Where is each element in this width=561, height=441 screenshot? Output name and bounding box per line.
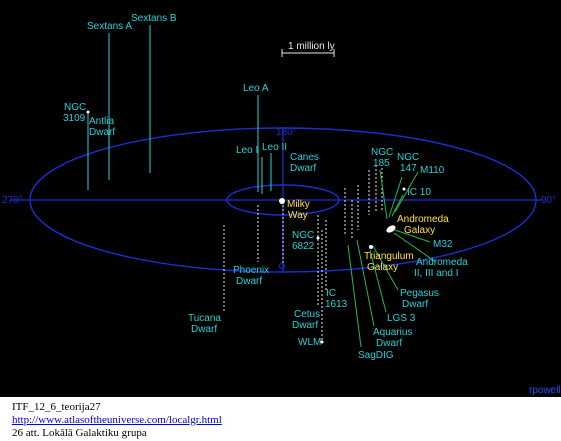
label-cetus-2: Dwarf (292, 320, 318, 331)
marker-milky-way (279, 198, 285, 204)
leader-lines-green (347, 169, 437, 348)
marker-andromeda-galaxy (386, 225, 396, 233)
marker-ic10 (402, 187, 406, 191)
label-m32: M32 (433, 239, 453, 250)
leader-m32 (394, 229, 431, 243)
label-andromeda-sats-2: II, III and I (414, 268, 458, 279)
label-lgs3: LGS 3 (387, 313, 416, 324)
leader-aquarius (356, 239, 375, 327)
label-leo-ii: Leo II (262, 142, 287, 153)
galaxy-labels-cyan: Sextans A Sextans B NGC 3109 Antlia Dwar… (63, 13, 468, 361)
label-ngc147-2: 147 (400, 163, 417, 174)
leader-ngc185 (379, 169, 388, 220)
label-ngc3109-2: 3109 (63, 113, 86, 124)
label-ngc147-1: NGC (397, 152, 419, 163)
label-canes-1: Canes (290, 152, 319, 163)
leader-lgs3 (369, 249, 387, 313)
label-triangulum-2: Galaxy (367, 262, 398, 273)
label-ngc3109-1: NGC (64, 102, 86, 113)
label-milky-way-1: Milky (287, 199, 310, 210)
label-pegasus-2: Dwarf (402, 299, 428, 310)
label-milky-way-2: Way (288, 210, 308, 221)
leader-sagdig (347, 244, 362, 348)
label-cetus-1: Cetus (294, 309, 320, 320)
leader-ic10 (391, 194, 404, 217)
label-andromeda-sats-1: Andromeda (416, 257, 468, 268)
label-ic1613-1: IC (326, 288, 336, 299)
label-aquarius-2: Dwarf (376, 338, 402, 349)
leader-ngc147 (388, 176, 403, 218)
label-pegasus-1: Pegasus (400, 288, 439, 299)
axis-label-top: 180° (276, 127, 297, 138)
label-sagdig: SagDIG (358, 350, 394, 361)
source-link[interactable]: http://www.atlasoftheuniverse.com/localg… (12, 414, 222, 426)
label-wlm: WLM (298, 337, 321, 348)
label-sextans-a: Sextans A (87, 21, 132, 32)
marker-ngc3109 (86, 110, 90, 114)
marker-ngc6822 (316, 236, 320, 240)
label-aquarius-1: Aquarius (373, 327, 412, 338)
leader-m110 (394, 171, 419, 213)
label-antlia-2: Dwarf (89, 127, 115, 138)
label-triangulum-1: Triangulum (364, 251, 414, 262)
marker-triangulum (369, 245, 373, 249)
label-tucana-1: Tucana (188, 313, 221, 324)
leader-andromeda-sats (393, 232, 437, 263)
label-sextans-b: Sextans B (131, 13, 177, 24)
drop-lines-dashed (223, 165, 383, 340)
label-andromeda-1: Andromeda (397, 214, 449, 225)
caption-figure-number: 26 att. Lokālā Galaktiku grupa (12, 427, 147, 439)
label-canes-2: Dwarf (290, 163, 316, 174)
label-m110: M110 (420, 165, 445, 176)
marker-phoenix (279, 263, 285, 269)
label-leo-a: Leo A (243, 83, 269, 94)
label-tucana-2: Dwarf (191, 324, 217, 335)
caption-link-row: http://www.atlasoftheuniverse.com/localg… (12, 414, 222, 426)
galaxy-markers (86, 110, 406, 344)
label-ngc185-1: NGC (371, 147, 393, 158)
galaxy-labels-yellow: Milky Way Andromeda Galaxy Triangulum Ga… (287, 199, 449, 273)
scale-bar-label: 1 million ly (288, 41, 335, 52)
diagram-canvas: 270° 90° 180° 1 million ly (2, 13, 561, 396)
label-antlia-1: Antlia (89, 116, 114, 127)
copyright-mark: rpowell (529, 385, 561, 396)
caption-title: ITF_12_6_teorija27 (12, 401, 101, 413)
leader-pegasus (372, 245, 399, 291)
label-ic1613-2: 1613 (325, 299, 348, 310)
marker-wlm (320, 340, 324, 344)
axis-label-left: 270° (2, 195, 23, 206)
label-leo-i: Leo I (236, 145, 258, 156)
label-ic10: IC 10 (407, 187, 431, 198)
drop-lines-cyan (87, 25, 272, 194)
label-andromeda-2: Galaxy (404, 225, 435, 236)
local-group-diagram: 270° 90° 180° 1 million ly (0, 0, 561, 397)
label-ngc185-2: 185 (373, 158, 390, 169)
label-ngc6822-2: 6822 (292, 241, 315, 252)
label-phoenix-2: Dwarf (236, 276, 262, 287)
label-phoenix-1: Phoenix (233, 265, 269, 276)
axis-label-right: 90° (541, 195, 556, 206)
label-ngc6822-1: NGC (292, 230, 314, 241)
